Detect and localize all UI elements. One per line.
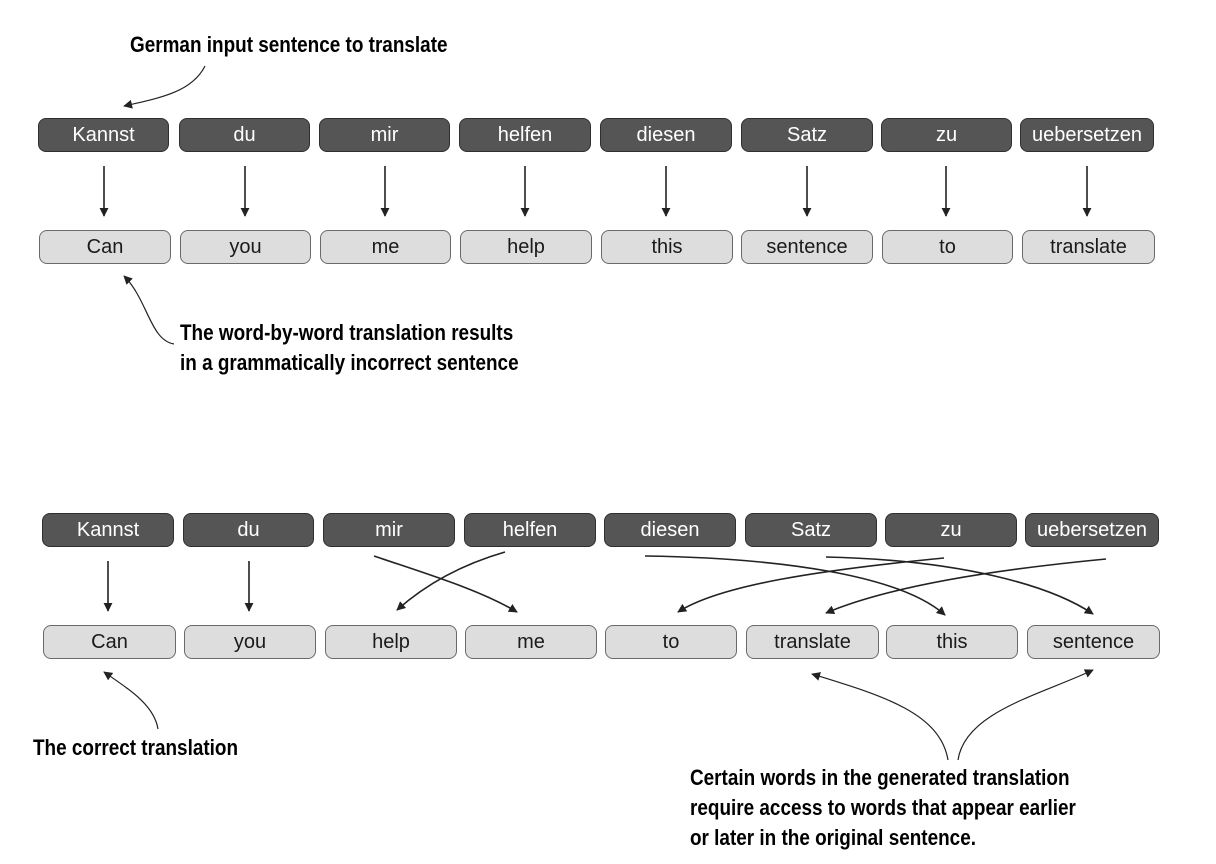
bottom-reorder-arrows [373,551,1107,616]
top-translated-word-5: this [601,230,733,264]
bottom-translated-word-7: this [886,625,1018,659]
word-by-word-caption-line-2: in a grammatically incorrect sentence [180,350,519,375]
uebersetzen-to-translate-arrow [825,558,1107,614]
bottom-translated-word-4: me [465,625,597,659]
top-source-word-3: mir [319,118,450,152]
top-source-word-6: Satz [741,118,873,152]
word-by-word-caption-line-1: The word-by-word translation results [180,320,514,345]
bottom-source-word-2: du [183,513,314,547]
word-by-word-caption: The word-by-word translation results in … [180,318,519,378]
correct-caption-leader [103,671,159,730]
top-translated-word-6: sentence [741,230,873,264]
input-caption-leader [123,65,206,109]
satz-to-sentence-arrow [825,556,1094,615]
input-sentence-caption: German input sentence to translate [130,30,448,60]
top-source-word-1: Kannst [38,118,169,152]
bottom-translated-word-6: translate [746,625,879,659]
correct-translation-caption-text: The correct translation [33,735,239,760]
top-source-word-2: du [179,118,310,152]
bottom-source-word-3: mir [323,513,455,547]
bottom-source-word-1: Kannst [42,513,174,547]
input-sentence-caption-text: German input sentence to translate [130,32,448,57]
bottom-translated-word-8: sentence [1027,625,1160,659]
top-source-word-8: uebersetzen [1020,118,1154,152]
word-access-caption-line-2: require access to words that appear earl… [690,795,1076,820]
word-access-caption: Certain words in the generated translati… [690,763,1076,853]
word-access-caption-line-3: or later in the original sentence. [690,825,976,850]
bottom-source-word-5: diesen [604,513,736,547]
correct-translation-caption: The correct translation [33,733,238,763]
word-access-caption-line-1: Certain words in the generated translati… [690,765,1070,790]
access-caption-leader-right [957,669,1094,761]
helfen-to-help-arrow [396,551,506,611]
top-word-arrows [99,166,1092,217]
bottom-translated-word-5: to [605,625,737,659]
bottom-source-word-4: helfen [464,513,596,547]
top-source-word-4: helfen [459,118,591,152]
result-caption-leader [123,275,175,345]
mir-to-me-arrow [373,555,518,613]
bottom-translated-word-2: you [184,625,316,659]
bottom-source-word-7: zu [885,513,1017,547]
access-caption-leader-left [811,672,949,761]
top-translated-word-3: me [320,230,451,264]
zu-to-to-arrow [677,557,945,613]
top-translated-word-4: help [460,230,592,264]
top-source-word-7: zu [881,118,1012,152]
top-source-word-5: diesen [600,118,732,152]
bottom-source-word-8: uebersetzen [1025,513,1159,547]
bottom-source-word-6: Satz [745,513,877,547]
top-translated-word-1: Can [39,230,171,264]
top-translated-word-8: translate [1022,230,1155,264]
top-translated-word-7: to [882,230,1013,264]
bottom-translated-word-3: help [325,625,457,659]
bottom-straight-arrows [103,561,254,612]
bottom-translated-word-1: Can [43,625,176,659]
top-translated-word-2: you [180,230,311,264]
